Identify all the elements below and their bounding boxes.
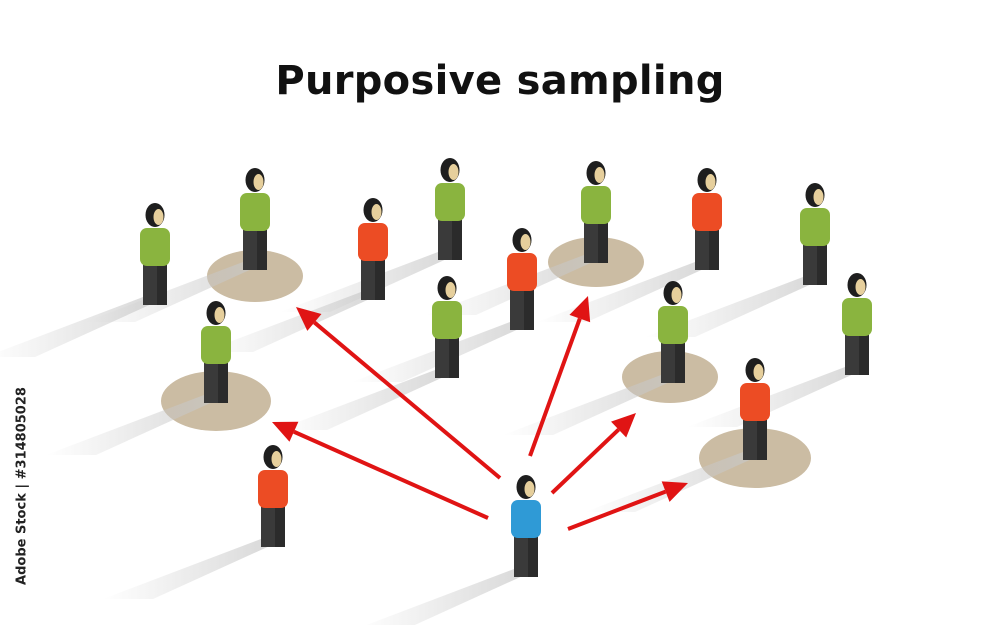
person-icon: [240, 168, 270, 270]
person-shadow: [687, 367, 869, 427]
arrow-icon: [528, 296, 591, 457]
arrow-icon: [567, 481, 688, 531]
ground-circle: [207, 250, 303, 302]
person-icon: [432, 276, 462, 378]
diagram-title: Purposive sampling: [275, 58, 725, 104]
person-icon: [201, 301, 231, 403]
person-icon: [358, 198, 388, 300]
arrow-icon: [272, 421, 489, 520]
stock-watermark: Adobe Stock | #314805028: [12, 386, 32, 586]
person-icon: [658, 281, 688, 383]
person-shadow: [503, 375, 685, 435]
person-shadow: [46, 395, 228, 455]
person-icon: [435, 158, 465, 260]
person-icon: [800, 183, 830, 285]
person-shadow: [277, 370, 459, 430]
person-icon: [740, 358, 770, 460]
person-icon: [842, 273, 872, 375]
person-icon: [581, 161, 611, 263]
watermark-text: Adobe Stock | #314805028: [14, 387, 30, 585]
person-shadow: [85, 262, 267, 322]
person-shadow: [585, 452, 767, 512]
person-shadow: [103, 539, 285, 599]
person-shadow: [645, 277, 827, 337]
arrow-icon: [550, 413, 636, 495]
person-icon: [507, 228, 537, 330]
arrow-icon: [296, 307, 502, 480]
person-shadow: [366, 569, 538, 625]
person-icon: [692, 168, 722, 270]
person-icon: [140, 203, 170, 305]
researcher-person-icon: [511, 475, 541, 577]
person-icon: [258, 445, 288, 547]
